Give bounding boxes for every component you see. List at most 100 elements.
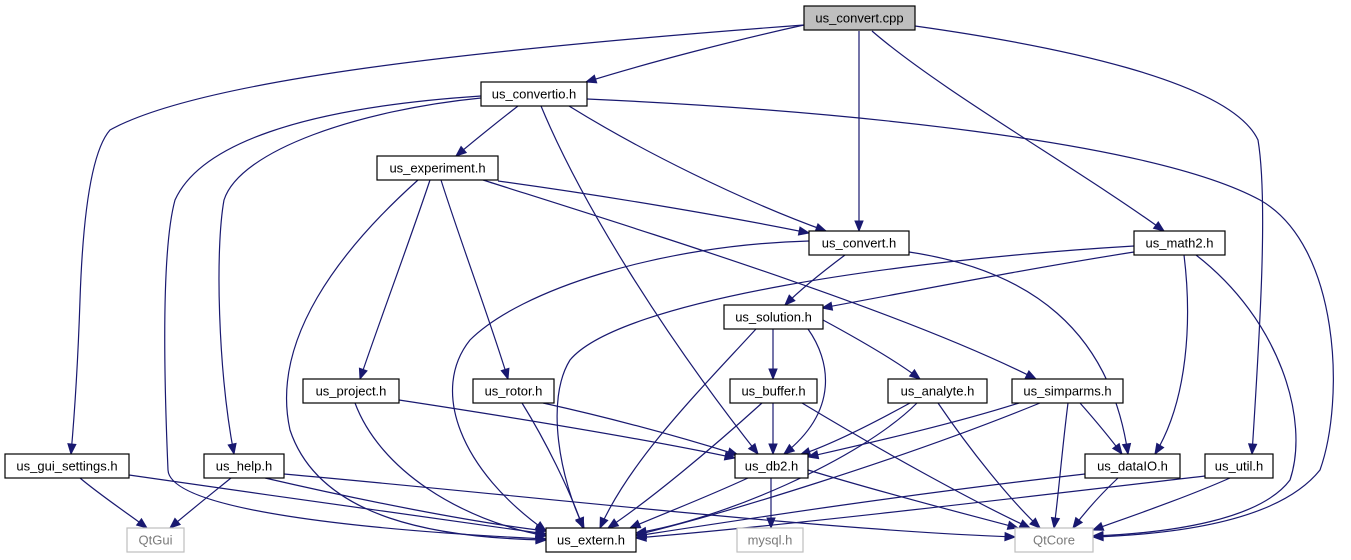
edge-us_solution_h-to-us_extern_h (599, 328, 757, 530)
edge-us_rotor_h-to-us_db2_h (542, 402, 740, 457)
arrowhead (854, 220, 864, 233)
node-box (376, 155, 499, 181)
node-mysql-h: mysql.h (736, 527, 804, 553)
node-box (1204, 453, 1274, 479)
edge-us_experiment_h-to-us_convert_h (497, 180, 811, 236)
edge-line (807, 402, 1020, 458)
node-box (1014, 527, 1094, 553)
node-box (803, 5, 916, 31)
arrowhead (599, 516, 609, 530)
node-label: QtGui (139, 533, 173, 548)
edge-line (783, 328, 827, 455)
node-us-convert-cpp[interactable]: us_convert.cpp (803, 5, 916, 31)
arrowhead (575, 516, 585, 530)
edge-line (585, 24, 805, 83)
node-QtCore: QtCore (1014, 527, 1094, 553)
node-us-buffer-h[interactable]: us_buffer.h (729, 378, 818, 404)
edge-line (70, 24, 805, 455)
node-us-solution-h[interactable]: us_solution.h (723, 304, 824, 330)
edge-line (799, 402, 911, 456)
node-label: us_gui_settings.h (16, 459, 117, 474)
node-us-convert-h[interactable]: us_convert.h (808, 230, 910, 256)
edge-us_math2_h-to-us_solution_h (820, 251, 1135, 311)
edge-us_experiment_h-to-us_project_h (358, 179, 431, 381)
node-us-extern-h[interactable]: us_extern.h (545, 527, 637, 553)
edge-us_solution_h-to-us_buffer_h (768, 329, 778, 381)
node-box (472, 378, 555, 404)
arrowhead (358, 367, 368, 381)
node-us-project-h[interactable]: us_project.h (302, 378, 400, 404)
edge-us_experiment_h-to-us_rotor_h (440, 179, 510, 381)
arrowhead (1050, 516, 1061, 530)
arrowhead (768, 368, 778, 381)
arrowhead (784, 294, 796, 306)
node-us-analyte-h[interactable]: us_analyte.h (887, 378, 988, 404)
node-us-dataIO-h[interactable]: us_dataIO.h (1084, 453, 1181, 479)
edge-us_help_h-to-us_extern_h (264, 477, 548, 535)
node-us-math2-h[interactable]: us_math2.h (1133, 230, 1226, 256)
arrowhead (1121, 442, 1132, 456)
arrowhead (747, 442, 759, 456)
edge-line (451, 240, 810, 532)
arrowhead (1247, 443, 1258, 456)
node-us-db2-h[interactable]: us_db2.h (734, 453, 809, 479)
node-label: us_project.h (316, 384, 387, 399)
edge-line (635, 402, 1041, 536)
arrowhead (454, 145, 468, 157)
node-us-simparms-h[interactable]: us_simparms.h (1011, 378, 1124, 404)
node-label: us_convert.cpp (815, 11, 903, 26)
edge-us_simparms_h-to-us_extern_h (634, 402, 1041, 538)
node-box (1133, 230, 1226, 256)
edge-us_solution_h-to-us_db2_h (782, 328, 827, 455)
arrowhead (227, 442, 237, 456)
edge-line (398, 399, 736, 459)
edge-line (359, 179, 431, 380)
edge-us_experiment_h-to-us_extern_h (285, 179, 548, 545)
node-us-experiment-h[interactable]: us_experiment.h (376, 155, 499, 181)
node-label: us_convertio.h (492, 87, 577, 102)
edge-us_buffer_h-to-us_extern_h (606, 402, 763, 529)
arrowhead (168, 517, 182, 529)
edge-line (556, 245, 1135, 529)
arrowhead (1004, 531, 1017, 542)
node-label: us_experiment.h (389, 161, 485, 176)
edge-us_project_h-to-us_extern_h (354, 402, 548, 539)
edge-line (635, 475, 1206, 539)
node-us-rotor-h[interactable]: us_rotor.h (472, 378, 555, 404)
node-label: us_analyte.h (901, 384, 975, 399)
edge-us_buffer_h-to-us_db2_h (768, 403, 778, 456)
node-us-util-h[interactable]: us_util.h (1204, 453, 1274, 479)
edge-us_convertio_h-to-us_db2_h (540, 105, 759, 456)
edge-line (283, 473, 1016, 538)
edge-us_convert_cpp-to-us_gui_settings_h (67, 24, 805, 456)
arrowhead (1072, 516, 1084, 530)
edge-us_simparms_h-to-QtCore (1050, 402, 1069, 530)
arrowhead (908, 368, 922, 380)
node-label: us_db2.h (745, 459, 799, 474)
arrowhead (820, 301, 834, 311)
edge-line (1053, 402, 1069, 529)
edge-line (871, 30, 1165, 232)
edge-us_convertio_h-to-us_help_h (218, 97, 482, 456)
edge-us_convert_cpp-to-us_convert_h (854, 31, 864, 233)
edge-line (635, 473, 1086, 537)
arrowhead (806, 450, 820, 460)
arrowhead (628, 519, 642, 529)
node-us-convertio-h[interactable]: us_convertio.h (480, 81, 588, 107)
edge-line (354, 402, 547, 537)
arrowhead (584, 74, 598, 84)
edge-line (482, 179, 1037, 380)
node-label: us_solution.h (735, 310, 812, 325)
node-box (736, 527, 804, 553)
edge-line (264, 477, 547, 532)
edge-us_convertio_h-to-us_convert_h (568, 105, 828, 232)
node-us-help-h[interactable]: us_help.h (203, 453, 285, 479)
node-us-gui-settings-h[interactable]: us_gui_settings.h (4, 453, 130, 479)
edge-us_analyte_h-to-QtCore (937, 402, 1041, 529)
node-label: us_extern.h (557, 533, 625, 548)
edge-line (599, 328, 757, 529)
node-label: QtCore (1033, 533, 1075, 548)
arrowhead (1018, 519, 1032, 529)
edge-line (540, 105, 759, 455)
edge-us_util_h-to-QtCore (1091, 477, 1231, 531)
